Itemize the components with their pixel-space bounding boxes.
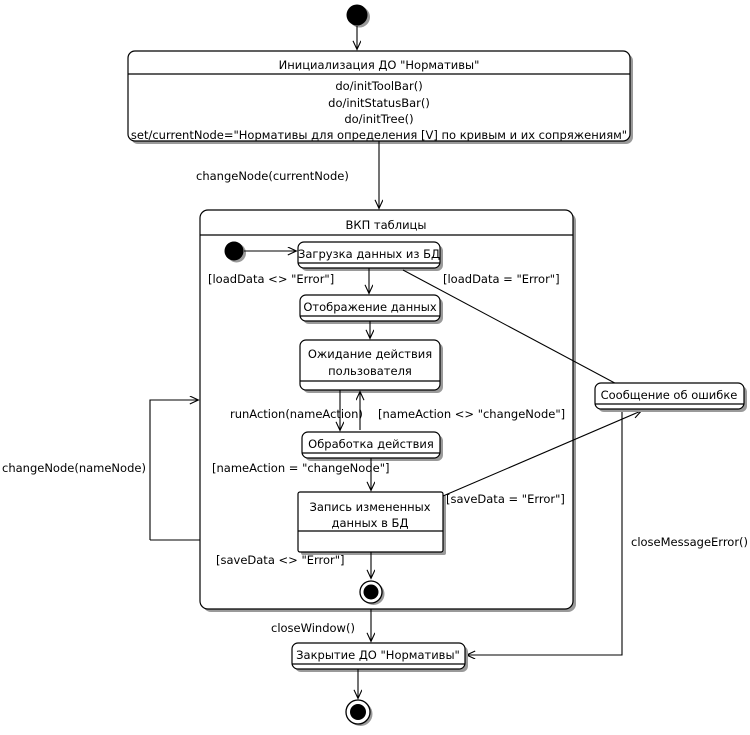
edge-label-save-error: [saveData = "Error"] xyxy=(446,492,565,506)
state-error-message-name: Сообщение об ошибке xyxy=(601,388,738,402)
state-close[interactable]: Закрытие ДО "Нормативы" xyxy=(291,642,468,672)
edge-change-node-loop xyxy=(149,400,198,540)
edge-label-name-action-eq: [nameAction = "changeNode"] xyxy=(212,461,389,475)
state-init-activity-2: do/initTree() xyxy=(344,112,413,126)
state-show-data-name: Отображение данных xyxy=(303,300,437,314)
state-wait-user[interactable]: Ожидание действия пользователя xyxy=(299,339,443,393)
state-process-action[interactable]: Обработка действия xyxy=(301,431,443,461)
state-save-data-name-line1: Запись измененных xyxy=(309,500,430,514)
state-load-data-name: Загрузка данных из БД xyxy=(298,247,440,261)
state-show-data[interactable]: Отображение данных xyxy=(299,294,443,324)
edge-load-error-to-message xyxy=(402,269,641,397)
state-save-data[interactable]: Запись измененных данных в БД xyxy=(297,491,446,555)
state-wait-user-name-line1: Ожидание действия xyxy=(308,347,432,361)
edge-close-message-error xyxy=(467,412,623,655)
state-error-message[interactable]: Сообщение об ошибке xyxy=(594,382,747,412)
edge-label-load-ok: [loadData <> "Error"] xyxy=(208,272,334,286)
state-init-activity-1: do/initStatusBar() xyxy=(328,96,430,110)
state-init-activity-3: set/currentNode="Нормативы для определен… xyxy=(131,128,627,142)
state-close-name: Закрытие ДО "Нормативы" xyxy=(296,648,460,662)
composite-state-title: ВКП таблицы xyxy=(346,218,427,232)
edge-label-close-message-error: closeMessageError() xyxy=(631,535,748,549)
state-wait-user-name-line2: пользователя xyxy=(328,364,412,378)
state-init[interactable]: Инициализация ДО "Нормативы" do/initTool… xyxy=(127,50,633,144)
edge-label-name-action-ne: [nameAction <> "changeNode"] xyxy=(378,407,565,421)
final-state-end xyxy=(345,699,373,726)
initial-state-start xyxy=(346,4,370,28)
edge-save-error-to-message xyxy=(442,411,641,497)
final-state-inner xyxy=(359,580,385,605)
edge-label-change-node-current: changeNode(currentNode) xyxy=(196,169,349,183)
edge-label-save-ok: [saveData <> "Error"] xyxy=(216,553,345,567)
edge-label-close-window: closeWindow() xyxy=(271,621,355,635)
edge-label-run-action: runAction(nameAction) xyxy=(230,407,363,421)
edge-label-load-error: [loadData = "Error"] xyxy=(443,272,560,286)
state-init-activity-0: do/initToolBar() xyxy=(335,79,422,93)
state-init-name: Инициализация ДО "Нормативы" xyxy=(279,58,480,72)
state-load-data[interactable]: Загрузка данных из БД xyxy=(297,241,443,271)
state-process-action-name: Обработка действия xyxy=(308,437,434,451)
initial-state-inner xyxy=(224,241,246,263)
edge-label-change-node-name: changeNode(nameNode) xyxy=(2,461,146,475)
state-save-data-name-line2: данных в БД xyxy=(332,516,409,530)
